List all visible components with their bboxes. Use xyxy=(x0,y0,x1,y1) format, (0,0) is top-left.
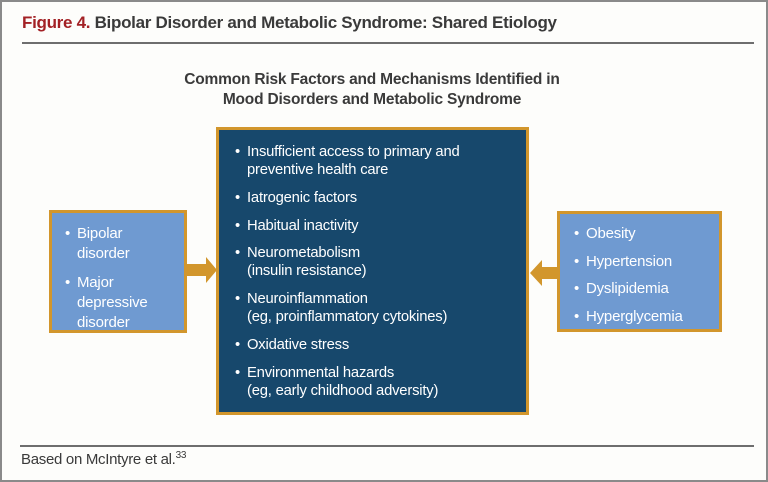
list-item: Neuroinflammation(eg, proinflammatory cy… xyxy=(235,290,516,326)
mood-disorders-list: Bipolar disorder Major depressive disord… xyxy=(65,224,178,333)
list-item: Major depressive disorder xyxy=(65,273,178,334)
figure-title: Figure 4. Bipolar Disorder and Metabolic… xyxy=(22,13,557,33)
item-line2: (eg, early childhood adversity) xyxy=(247,382,439,399)
metabolic-syndrome-box: Obesity Hypertension Dyslipidemia Hyperg… xyxy=(557,211,722,332)
item-line1: Habitual inactivity xyxy=(247,217,359,234)
item-line2: (insulin resistance) xyxy=(247,263,367,280)
metabolic-syndrome-list: Obesity Hypertension Dyslipidemia Hyperg… xyxy=(574,225,715,326)
source-note-text: Based on McIntyre et al. xyxy=(21,451,176,468)
list-item: Environmental hazards(eg, early childhoo… xyxy=(235,364,516,400)
item-line1: Oxidative stress xyxy=(247,337,350,353)
list-item: Oxidative stress xyxy=(235,336,516,354)
figure-label: Figure 4. xyxy=(22,13,91,32)
list-item: Habitual inactivity xyxy=(235,217,516,235)
title-divider xyxy=(22,42,754,44)
arrow-right-body xyxy=(187,264,206,276)
diagram-heading-line2: Mood Disorders and Metabolic Syndrome xyxy=(222,91,522,109)
arrow-right-head xyxy=(206,257,217,283)
list-item: Insufficient access to primary and preven… xyxy=(235,143,516,179)
arrow-right-icon xyxy=(187,257,217,283)
list-item: Neurometabolism(insulin resistance) xyxy=(235,244,516,280)
list-item: Dyslipidemia xyxy=(574,280,715,298)
figure-title-text: Bipolar Disorder and Metabolic Syndrome:… xyxy=(90,13,557,32)
mood-disorders-box: Bipolar disorder Major depressive disord… xyxy=(49,210,187,333)
item-line1: Iatrogenic factors xyxy=(247,189,357,206)
diagram-heading: Common Risk Factors and Mechanisms Ident… xyxy=(136,70,608,111)
arrow-left-body xyxy=(542,267,561,279)
list-item: Hypertension xyxy=(574,253,715,271)
list-item: Obesity xyxy=(574,225,715,243)
list-item: Bipolar disorder xyxy=(65,224,178,265)
shared-risk-factors-box: Insufficient access to primary and preven… xyxy=(216,127,529,415)
item-line1: Neurometabolism xyxy=(247,245,360,262)
risk-factors-list: Insufficient access to primary and preven… xyxy=(235,143,516,400)
list-item: Iatrogenic factors xyxy=(235,189,516,207)
footer-divider xyxy=(20,445,754,447)
arrow-left-icon xyxy=(530,260,561,286)
item-line1: Neuroinflammation xyxy=(247,291,368,308)
diagram-heading-line1: Common Risk Factors and Mechanisms Ident… xyxy=(184,71,560,88)
source-note: Based on McIntyre et al.33 xyxy=(21,450,186,468)
item-line2: (eg, proinflammatory cytokines) xyxy=(247,309,448,326)
item-line1: Environmental hazards xyxy=(247,364,395,381)
item-line2: preventive health care xyxy=(247,162,389,179)
arrow-left-head xyxy=(530,260,542,286)
reference-number: 33 xyxy=(175,450,187,461)
item-line1: Insufficient access to primary and xyxy=(247,144,460,160)
list-item: Hyperglycemia xyxy=(574,308,715,326)
